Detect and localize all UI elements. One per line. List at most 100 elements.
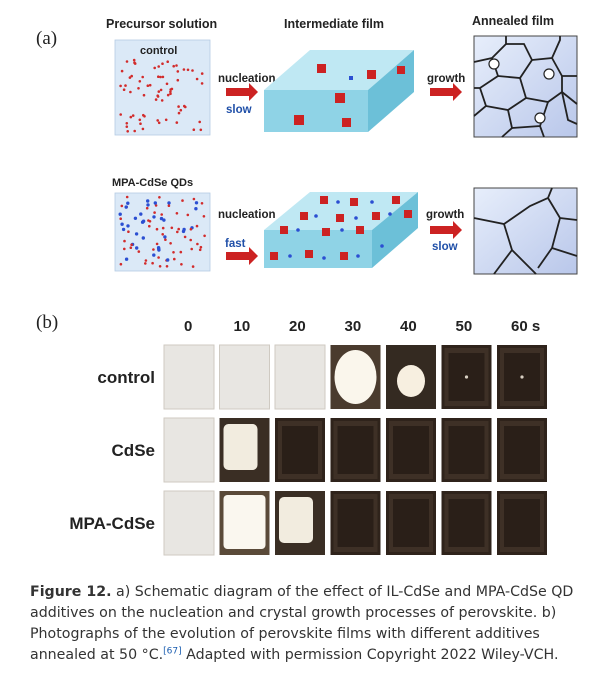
precursor-dot [161, 62, 164, 65]
step2-rate-mpa: slow [432, 241, 458, 253]
step2-label-mpa: growth [426, 209, 464, 221]
precursor-dot [157, 65, 160, 68]
precursor-dot [151, 261, 154, 265]
qd-dot [118, 212, 122, 216]
precursor-dot [172, 64, 175, 68]
qd-dot [194, 207, 198, 211]
precursor-dot [130, 74, 133, 78]
pinholes-control [488, 58, 555, 124]
qd-dot [141, 219, 146, 223]
precursor-dot [125, 125, 129, 128]
qd-dot [153, 201, 157, 205]
precursor-dot [200, 72, 204, 75]
figure-caption: Figure 12. a) Schematic diagram of the e… [30, 582, 598, 666]
precursor-dot [129, 90, 132, 94]
film-photo [497, 418, 547, 482]
precursor-dot [176, 78, 180, 82]
precursor-dot [166, 60, 169, 63]
precursor-dot [142, 113, 145, 117]
precursor-dot [129, 115, 133, 119]
arrow-nucleation-mpa [226, 247, 258, 265]
precursor-dot [161, 226, 165, 230]
precursor-dot [148, 220, 152, 223]
precursor-dot [170, 226, 174, 230]
precursor-dot [158, 265, 162, 268]
precursor-dots-control [119, 58, 204, 133]
precursor-dot [159, 88, 163, 92]
caption-label: Figure 12. [30, 584, 112, 600]
film-photo [441, 345, 492, 409]
figure-graphics: Precursor solution Intermediate film Ann… [69, 14, 578, 556]
qd-dot [182, 227, 186, 232]
precursor-dot [191, 69, 194, 72]
qd-dot [159, 216, 164, 221]
precursor-dot [152, 248, 155, 251]
precursor-dot [132, 58, 136, 62]
precursor-dot [119, 113, 122, 116]
precursor-dot [129, 246, 133, 249]
precursor-dot [180, 263, 183, 266]
qd-dot [146, 199, 150, 203]
precursor-dot [203, 234, 206, 238]
precursor-dot [186, 68, 190, 72]
film-photo [219, 344, 270, 410]
precursor-dot [154, 98, 158, 101]
precursor-dot [123, 247, 126, 251]
qd-dot [135, 246, 139, 250]
precursor-dot [130, 243, 133, 246]
arrow-growth-control [430, 83, 462, 101]
precursor-dot [160, 213, 163, 216]
step1-label-mpa: nucleation [218, 209, 276, 221]
film-photo [163, 490, 215, 556]
qd-dot [120, 222, 124, 226]
precursor-dot [169, 92, 172, 96]
row-label: MPA-CdSe [69, 514, 155, 533]
film-photo [441, 491, 492, 555]
precursor-dot [122, 88, 126, 91]
precursor-dot [126, 130, 129, 133]
precursor-dot [175, 121, 179, 124]
header-annealed: Annealed film [472, 14, 554, 28]
precursor-dot [153, 66, 156, 70]
film-photo [330, 418, 381, 482]
precursor-dot [167, 204, 171, 207]
qd-dot [124, 205, 128, 209]
caption-reference[interactable]: [67] [163, 646, 182, 657]
precursor-dot [170, 87, 174, 91]
precursor-dot [128, 76, 132, 79]
precursor-dot [131, 114, 135, 117]
precursor-dot [195, 224, 199, 228]
film-photo [330, 491, 381, 555]
qd-dot [139, 212, 143, 216]
precursor-dot [164, 238, 167, 241]
precursor-dot [179, 250, 183, 254]
film-photo [497, 491, 547, 555]
precursor-dot [195, 77, 199, 81]
precursor-dot [145, 206, 149, 210]
precursor-dot [144, 262, 147, 265]
caption-text-2: Adapted with permission Copyright 2022 W… [181, 647, 559, 663]
panel-a-label: (a) [36, 28, 58, 49]
precursor-dot [144, 259, 148, 262]
film-photo [441, 418, 492, 482]
qd-dot [152, 253, 156, 257]
precursor-dot [125, 122, 129, 125]
film-photo [275, 418, 325, 482]
film-cubes-control [294, 64, 405, 127]
precursor-dot [177, 105, 180, 108]
qd-dot [146, 203, 150, 207]
qd-dot [133, 216, 138, 220]
precursor-label-control: control [140, 45, 177, 57]
precursor-dot [161, 233, 164, 236]
precursor-dot [198, 248, 202, 252]
precursor-dot [161, 75, 165, 79]
row-label: control [97, 368, 155, 387]
grain-boundaries-control [473, 36, 578, 138]
precursor-dot [119, 84, 122, 88]
precursor-dot [141, 127, 145, 131]
precursor-dot [164, 118, 168, 122]
precursor-dot [156, 94, 159, 97]
precursor-dot [191, 265, 195, 268]
precursor-dot [202, 215, 206, 218]
